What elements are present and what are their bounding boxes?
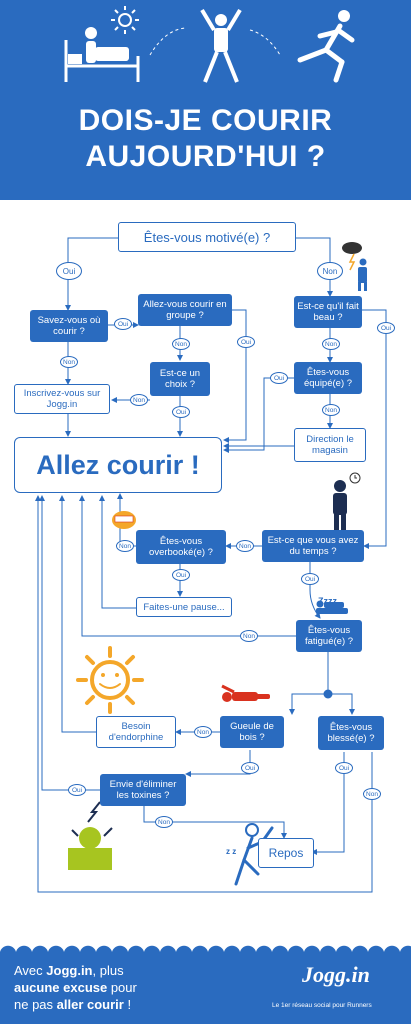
- bed-icon: [64, 40, 140, 82]
- label-oui: Oui: [114, 318, 132, 330]
- label-oui: Oui: [172, 406, 190, 418]
- arrow-curve-icon: [249, 29, 281, 56]
- label-oui: Oui: [241, 762, 259, 774]
- label-non: Non: [240, 630, 258, 642]
- label-oui: Oui: [301, 573, 319, 585]
- label-non: Non: [322, 404, 340, 416]
- label-non: Non: [172, 338, 190, 350]
- brand-logo[interactable]: Jogg.in: [302, 962, 370, 987]
- node-equipe: Êtes-vous équipé(e) ?: [294, 362, 362, 394]
- node-inscrivez: Inscrivez-vous sur Jogg.in: [14, 384, 110, 414]
- label-non: Non: [116, 540, 134, 552]
- footer-slogan-line3: ne pas aller courir !: [14, 997, 132, 1012]
- node-temps: Est-ce que vous avez du temps ?: [262, 530, 364, 562]
- clock-icon: [349, 472, 361, 484]
- node-overbooke: Êtes-vous overbooké(e) ?: [136, 530, 226, 564]
- page-title-line2: AUJOURD'HUI ?: [85, 140, 326, 173]
- label-oui: Oui: [270, 372, 288, 384]
- waiting-man-icon: [333, 480, 347, 530]
- brand-tagline: Le 1er réseau social pour Runners: [272, 1002, 372, 1009]
- node-fatigue: Êtes-vous fatigué(e) ?: [296, 620, 362, 652]
- label-oui: Oui: [377, 322, 395, 334]
- label-oui: Oui: [56, 262, 82, 280]
- label-non: Non: [155, 816, 173, 828]
- headache-person-icon: [68, 801, 113, 870]
- label-non: Non: [322, 338, 340, 350]
- footer-slogan-line1: Avec Jogg.in, plus: [14, 963, 124, 978]
- junction-dot: [323, 689, 333, 699]
- node-pause: Faites-une pause...: [136, 597, 232, 617]
- svg-text:z z: z z: [226, 847, 236, 856]
- label-non: Non: [236, 540, 254, 552]
- node-direction: Direction le magasin: [294, 428, 366, 462]
- node-toxines: Envie d'éliminer les toxines ?: [100, 774, 186, 806]
- sleep-zzz-label: Zzzz: [318, 596, 337, 606]
- node-repos: Repos: [258, 838, 314, 868]
- label-oui: Oui: [237, 336, 255, 348]
- sleeping-person-icon: [316, 600, 348, 614]
- label-non: Non: [317, 262, 343, 280]
- hangover-person-icon: [221, 684, 270, 702]
- node-motive: Êtes-vous motivé(e) ?: [118, 222, 296, 252]
- header-scallop-edge: [0, 190, 411, 206]
- footer-slogan-line2: aucune excuse pour: [14, 980, 137, 995]
- rain-cloud-icon: [342, 242, 362, 271]
- label-oui: Oui: [172, 569, 190, 581]
- stretching-person-icon: [200, 8, 242, 83]
- person-in-bed-icon: [85, 27, 129, 63]
- header-icons: [64, 6, 355, 83]
- label-oui: Oui: [335, 762, 353, 774]
- node-groupe: Allez-vous courir en groupe ?: [138, 294, 232, 326]
- node-savez: Savez-vous où courir ?: [30, 310, 108, 342]
- label-non: Non: [194, 726, 212, 738]
- node-choix: Est-ce un choix ?: [150, 362, 210, 396]
- label-non: Non: [363, 788, 381, 800]
- arrow-curve-icon: [149, 27, 186, 56]
- sun-icon: [76, 646, 144, 714]
- running-person-icon: [297, 10, 355, 83]
- label-non: Non: [130, 394, 148, 406]
- node-gueule: Gueule de bois ?: [220, 716, 284, 748]
- node-beau: Est-ce qu'il fait beau ?: [294, 296, 362, 328]
- page-title-line1: DOIS-JE COURIR: [78, 104, 333, 137]
- label-non: Non: [60, 356, 78, 368]
- person-rain-icon: [358, 258, 367, 291]
- node-blesse: Êtes-vous blessé(e) ?: [318, 716, 384, 750]
- node-allez-courir: Allez courir !: [14, 437, 222, 493]
- footer-scallop-edge: [0, 940, 411, 954]
- footer-banner: [0, 952, 411, 1024]
- sun-small-icon: [111, 6, 139, 34]
- node-endorphine: Besoin d'endorphine: [96, 716, 176, 748]
- overbooked-brain-icon: [112, 511, 136, 529]
- label-oui: Oui: [68, 784, 86, 796]
